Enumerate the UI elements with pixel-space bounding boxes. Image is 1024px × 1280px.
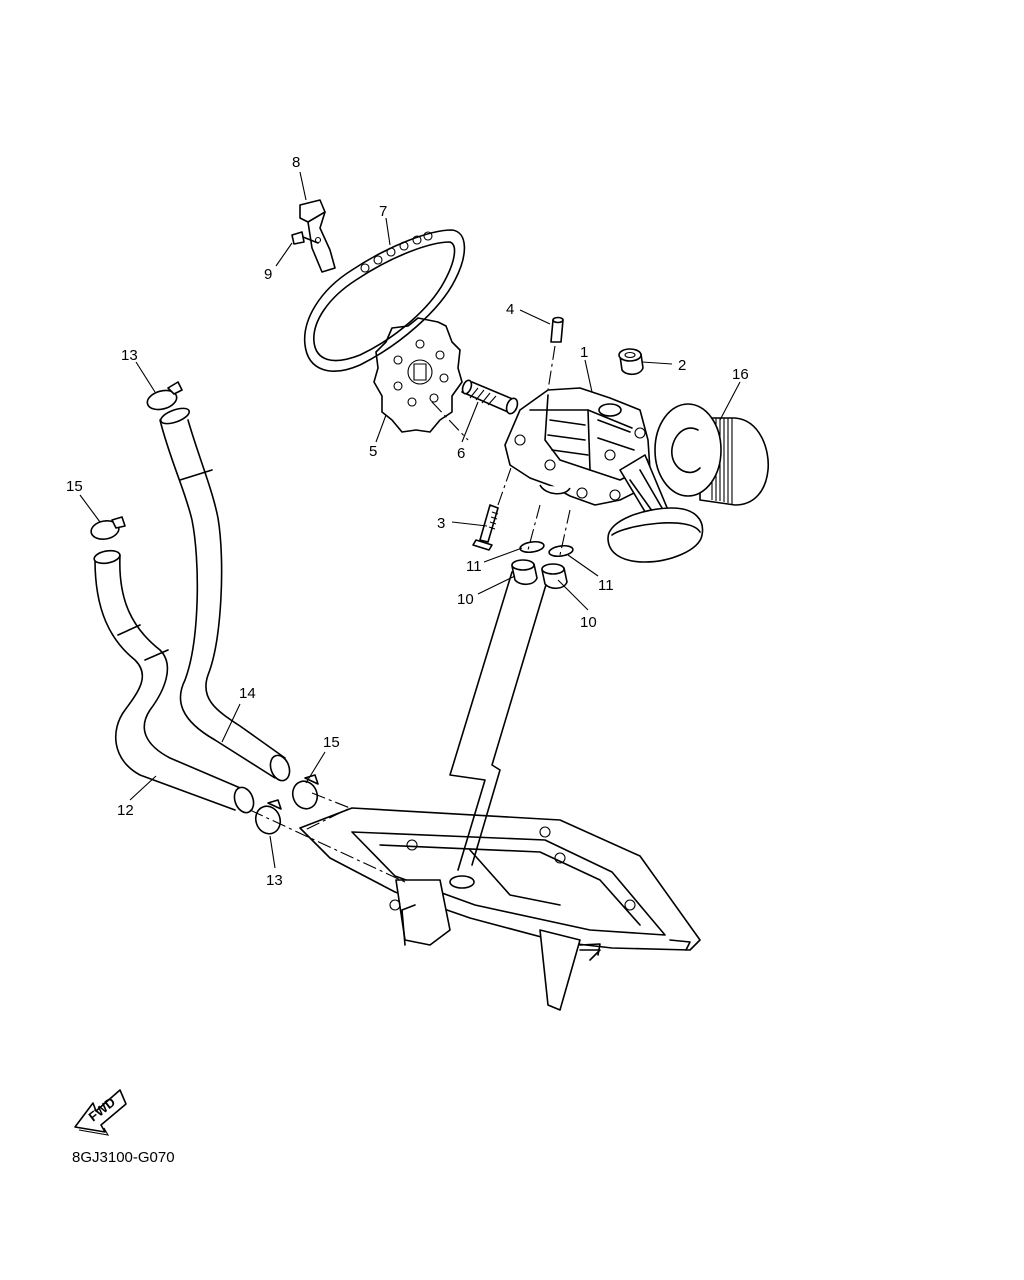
fwd-arrow-icon: FWD <box>75 1090 126 1135</box>
diagram-code: 8GJ3100-G070 <box>72 1149 175 1166</box>
callout-9: 9 <box>264 266 272 283</box>
sprocket-5 <box>374 318 468 440</box>
callout-1: 1 <box>580 344 588 361</box>
callout-13-upper: 13 <box>121 347 138 364</box>
oil-pan <box>300 808 700 1010</box>
callout-12: 12 <box>117 802 134 819</box>
callout-14: 14 <box>239 685 256 702</box>
callout-16: 16 <box>732 366 749 383</box>
callout-11-left: 11 <box>466 558 482 575</box>
o-rings <box>519 540 573 557</box>
chain-guide-8 <box>300 200 335 272</box>
shaft-6 <box>461 379 520 415</box>
collars <box>512 560 567 588</box>
clamp-13-lower <box>252 800 284 837</box>
callout-4: 4 <box>506 301 514 318</box>
leader-lines <box>80 172 740 868</box>
callout-3: 3 <box>437 515 445 532</box>
callout-6: 6 <box>457 445 465 462</box>
callout-10-right: 10 <box>580 614 597 631</box>
dowel-pin-4 <box>548 318 563 391</box>
clamp-15-lower <box>289 775 321 812</box>
callout-7: 7 <box>379 203 387 220</box>
clamp-13-upper <box>145 382 182 413</box>
callout-11-right: 11 <box>598 577 614 594</box>
callout-15-lower: 15 <box>323 734 340 751</box>
callout-labels: 1 2 3 4 5 6 7 8 9 10 10 11 11 12 13 13 1… <box>66 154 749 889</box>
hose-12 <box>93 549 293 815</box>
oil-filter-16 <box>655 404 768 505</box>
callout-8: 8 <box>292 154 300 171</box>
callout-15-upper: 15 <box>66 478 83 495</box>
callout-5: 5 <box>369 443 377 460</box>
callout-13-lower: 13 <box>266 872 283 889</box>
bolt-3 <box>473 465 512 550</box>
callout-10-left: 10 <box>457 591 474 608</box>
callout-2: 2 <box>678 357 686 374</box>
chain-7 <box>305 230 465 371</box>
hose-14 <box>159 405 285 778</box>
clamp-15-upper <box>90 517 125 541</box>
oil-pump <box>505 388 703 562</box>
bolt-9 <box>292 232 318 244</box>
collar-2 <box>619 349 643 374</box>
